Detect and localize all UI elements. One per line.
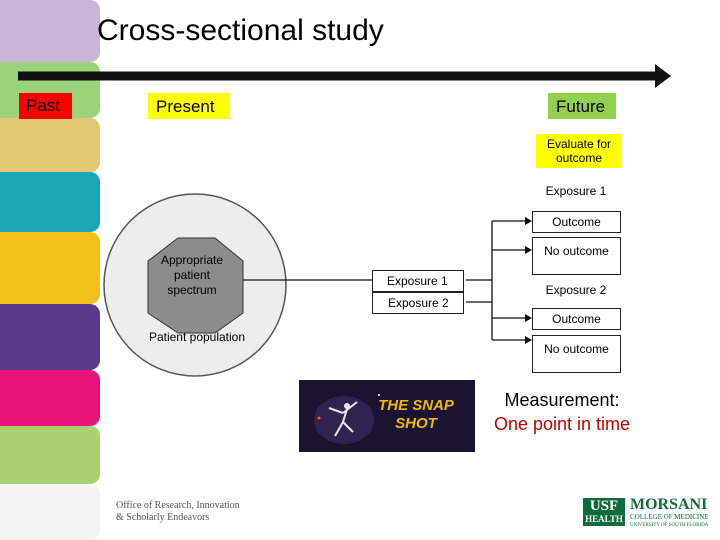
decorative-stripe [0, 370, 100, 426]
patient-population-label: Patient population [148, 330, 246, 344]
morsani-logo: MORSANI COLLEGE OF MEDICINE UNIVERSITY O… [630, 496, 712, 529]
decorative-stripe [0, 426, 100, 484]
branch2-outcome-box: Outcome [532, 308, 621, 330]
office-line-2: & Scholarly Endeavors [116, 512, 210, 523]
health-text: HEALTH [585, 514, 623, 524]
measurement-heading: Measurement: [504, 390, 620, 410]
college-text: COLLEGE OF MEDICINE [630, 513, 709, 521]
branch2-no-outcome-box: No outcome [532, 335, 621, 373]
decorative-stripe [0, 118, 100, 172]
branch1-no-outcome-box: No outcome [532, 237, 621, 275]
timeline-arrow-head [655, 64, 671, 88]
office-line-1: Office of Research, Innovation [116, 500, 240, 511]
branch1-outcome-box: Outcome [532, 211, 621, 233]
future-label: Future [548, 93, 616, 119]
usf-text: USF [589, 498, 619, 514]
decorative-stripe [0, 304, 100, 370]
branch-arrowhead [525, 217, 532, 225]
morsani-text: MORSANI [630, 496, 708, 513]
office-logo-text: Office of Research, Innovation & Scholar… [116, 500, 240, 524]
patient-spectrum-label: Appropriate patient spectrum [160, 253, 224, 297]
exposure-2-box: Exposure 2 [372, 292, 464, 314]
past-label: Past [19, 93, 72, 119]
snapshot-caption: THE SNAP SHOT [378, 397, 454, 432]
patient-spectrum-polygon [147, 237, 244, 334]
branch-arrowhead [525, 246, 532, 254]
snapshot-image: THE SNAP SHOT [299, 380, 475, 452]
decorative-stripe [0, 172, 100, 232]
exposure-1-box: Exposure 1 [372, 270, 464, 292]
branch1-exposure-label: Exposure 1 [545, 184, 607, 198]
decorative-stripe [0, 0, 100, 62]
usf-health-logo: USF HEALTH [583, 498, 625, 526]
branch2-exposure-label: Exposure 2 [545, 283, 607, 297]
university-text: UNIVERSITY OF SOUTH FLORIDA [630, 523, 709, 528]
branch-arrowhead [525, 336, 532, 344]
decorative-stripe [0, 484, 100, 540]
present-label: Present [148, 93, 230, 119]
slide-title: Cross-sectional study [97, 14, 384, 47]
skater-figure-icon [299, 380, 475, 452]
measurement-text: Measurement: One point in time [484, 388, 640, 436]
measurement-detail: One point in time [493, 414, 631, 434]
evaluate-outcome-note: Evaluate for outcome [536, 134, 622, 168]
decorative-stripe [0, 232, 100, 304]
branch-arrowhead [525, 314, 532, 322]
